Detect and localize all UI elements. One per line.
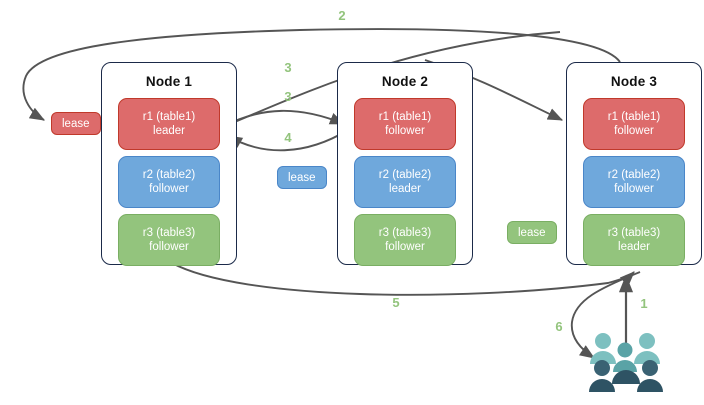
node-title-2: Node 2 — [381, 74, 429, 89]
replica-role: follower — [614, 183, 654, 195]
replica-node3-r2[interactable]: r2 (table2) follower — [583, 156, 685, 208]
edge-label-4: 4 — [284, 130, 292, 145]
node-title-1: Node 1 — [145, 74, 193, 89]
replica-role: follower — [149, 183, 189, 195]
node-box-3[interactable]: Node 3 r1 (table1) follower r2 (table2) … — [566, 62, 702, 266]
replica-role: follower — [149, 241, 189, 253]
lease-badge-green[interactable]: lease — [507, 221, 557, 244]
replica-name: r2 (table2) — [607, 168, 661, 181]
edge-label-5: 5 — [392, 295, 400, 310]
edge-3-node1-to-node2 — [221, 109, 346, 128]
lease-badge-blue[interactable]: lease — [277, 166, 327, 189]
edge-5-node1-to-node3 — [171, 262, 635, 296]
replica-role: follower — [385, 241, 425, 253]
replica-role: follower — [614, 125, 654, 137]
edge-label-3-lower: 3 — [284, 89, 292, 104]
lease-badge-red[interactable]: lease — [51, 112, 101, 135]
edge-label-1: 1 — [640, 296, 648, 311]
edge-label-6: 6 — [555, 319, 563, 334]
replica-name: r3 (table3) — [378, 226, 432, 239]
edge-label-3-upper: 3 — [284, 60, 292, 75]
replica-name: r1 (table1) — [378, 110, 432, 123]
replica-node1-r1[interactable]: r1 (table1) leader — [118, 98, 220, 150]
node-title-3: Node 3 — [610, 74, 658, 89]
users-front-row — [594, 360, 658, 376]
replica-role: leader — [153, 125, 185, 137]
replica-name: r2 (table2) — [142, 168, 196, 181]
replica-node3-r1[interactable]: r1 (table1) follower — [583, 98, 685, 150]
replica-node1-r3[interactable]: r3 (table3) follower — [118, 214, 220, 266]
replica-node2-r2[interactable]: r2 (table2) leader — [354, 156, 456, 208]
replica-name: r1 (table1) — [142, 110, 196, 123]
edge-label-2: 2 — [338, 8, 346, 23]
replica-node1-r2[interactable]: r2 (table2) follower — [118, 156, 220, 208]
replica-role: follower — [385, 125, 425, 137]
replica-role: leader — [618, 241, 650, 253]
replica-node2-r3[interactable]: r3 (table3) follower — [354, 214, 456, 266]
replica-node2-r1[interactable]: r1 (table1) follower — [354, 98, 456, 150]
node-box-2[interactable]: Node 2 r1 (table1) follower r2 (table2) … — [337, 62, 473, 266]
replica-name: r3 (table3) — [142, 226, 196, 239]
replica-name: r3 (table3) — [607, 226, 661, 239]
users-middle-person — [613, 342, 637, 372]
replica-name: r1 (table1) — [607, 110, 661, 123]
replica-node3-r3[interactable]: r3 (table3) leader — [583, 214, 685, 266]
users-group-icon — [589, 333, 663, 392]
node-box-1[interactable]: Node 1 r1 (table1) leader r2 (table2) fo… — [101, 62, 237, 266]
replica-name: r2 (table2) — [378, 168, 432, 181]
users-front-row-bodies — [589, 370, 663, 392]
replica-role: leader — [389, 183, 421, 195]
